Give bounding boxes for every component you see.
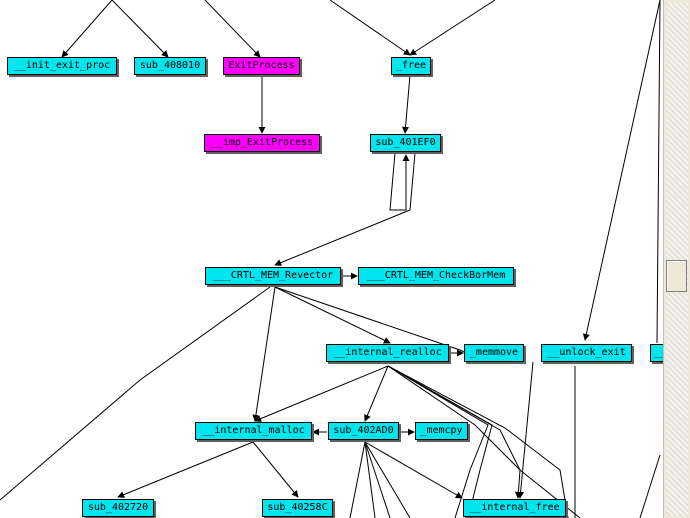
edge — [389, 152, 410, 211]
edge — [274, 286, 391, 344]
edge — [0, 286, 271, 501]
edge — [387, 365, 581, 518]
node-exitprocess[interactable]: ExitProcess — [223, 57, 300, 75]
edge — [329, 0, 411, 56]
node-memcpy[interactable]: _memcpy — [415, 422, 468, 440]
node-sub-402ad0[interactable]: sub_402AD0 — [328, 422, 399, 440]
edge — [409, 0, 496, 56]
edge — [252, 286, 276, 422]
edge — [364, 441, 411, 518]
edge — [387, 365, 522, 499]
edge — [387, 365, 569, 518]
edge — [656, 0, 661, 344]
node-imp-exitprocess[interactable]: __imp_ExitProcess — [204, 134, 320, 152]
node-internal-malloc[interactable]: __internal_malloc — [195, 422, 312, 440]
edge — [402, 74, 411, 134]
node-sub-401ef0[interactable]: sub_401EF0 — [370, 134, 441, 152]
node-internal-realloc[interactable]: __internal_realloc — [326, 344, 449, 362]
vertical-scrollbar[interactable] — [663, 0, 690, 518]
node-sub-402720[interactable]: sub_402720 — [82, 499, 154, 517]
edge — [252, 441, 299, 498]
edge — [364, 365, 389, 422]
edge — [364, 441, 376, 518]
node-sub-408010[interactable]: sub_408010 — [134, 57, 206, 75]
call-graph-edges — [0, 0, 661, 518]
edge — [387, 365, 493, 518]
edge — [517, 361, 534, 499]
scrollbar-track[interactable] — [666, 2, 688, 516]
edge — [204, 0, 261, 58]
node-crtl-mem-revector[interactable]: ___CRTL_MEM_Revector — [205, 267, 341, 285]
edge — [582, 0, 661, 341]
edge — [254, 365, 389, 422]
node-unlock-exit[interactable]: __unlock_exit — [541, 344, 632, 362]
node-memmove[interactable]: _memmove — [464, 344, 524, 362]
edge — [364, 441, 391, 518]
node-crtl-mem-checkbormem[interactable]: ___CRTL_MEM_CheckBorMem — [358, 267, 514, 285]
scrollbar-thumb[interactable] — [666, 260, 687, 292]
edge — [274, 152, 416, 266]
node-internal-free[interactable]: __internal_free — [463, 499, 566, 517]
node-init-exit-proc[interactable]: __init_exit_proc — [7, 57, 117, 75]
node-sub-40258c[interactable]: sub_40258C — [262, 499, 333, 517]
node-free[interactable]: _free — [391, 57, 431, 75]
edge — [387, 365, 489, 518]
edge — [349, 441, 366, 518]
edge — [111, 0, 169, 58]
edge — [117, 441, 254, 498]
edge — [639, 454, 661, 518]
edge — [364, 441, 463, 499]
call-graph-canvas: __init_exit_proc sub_408010 ExitProcess … — [0, 0, 663, 518]
edge — [61, 0, 113, 58]
node-cut-right[interactable]: __ — [650, 344, 663, 362]
